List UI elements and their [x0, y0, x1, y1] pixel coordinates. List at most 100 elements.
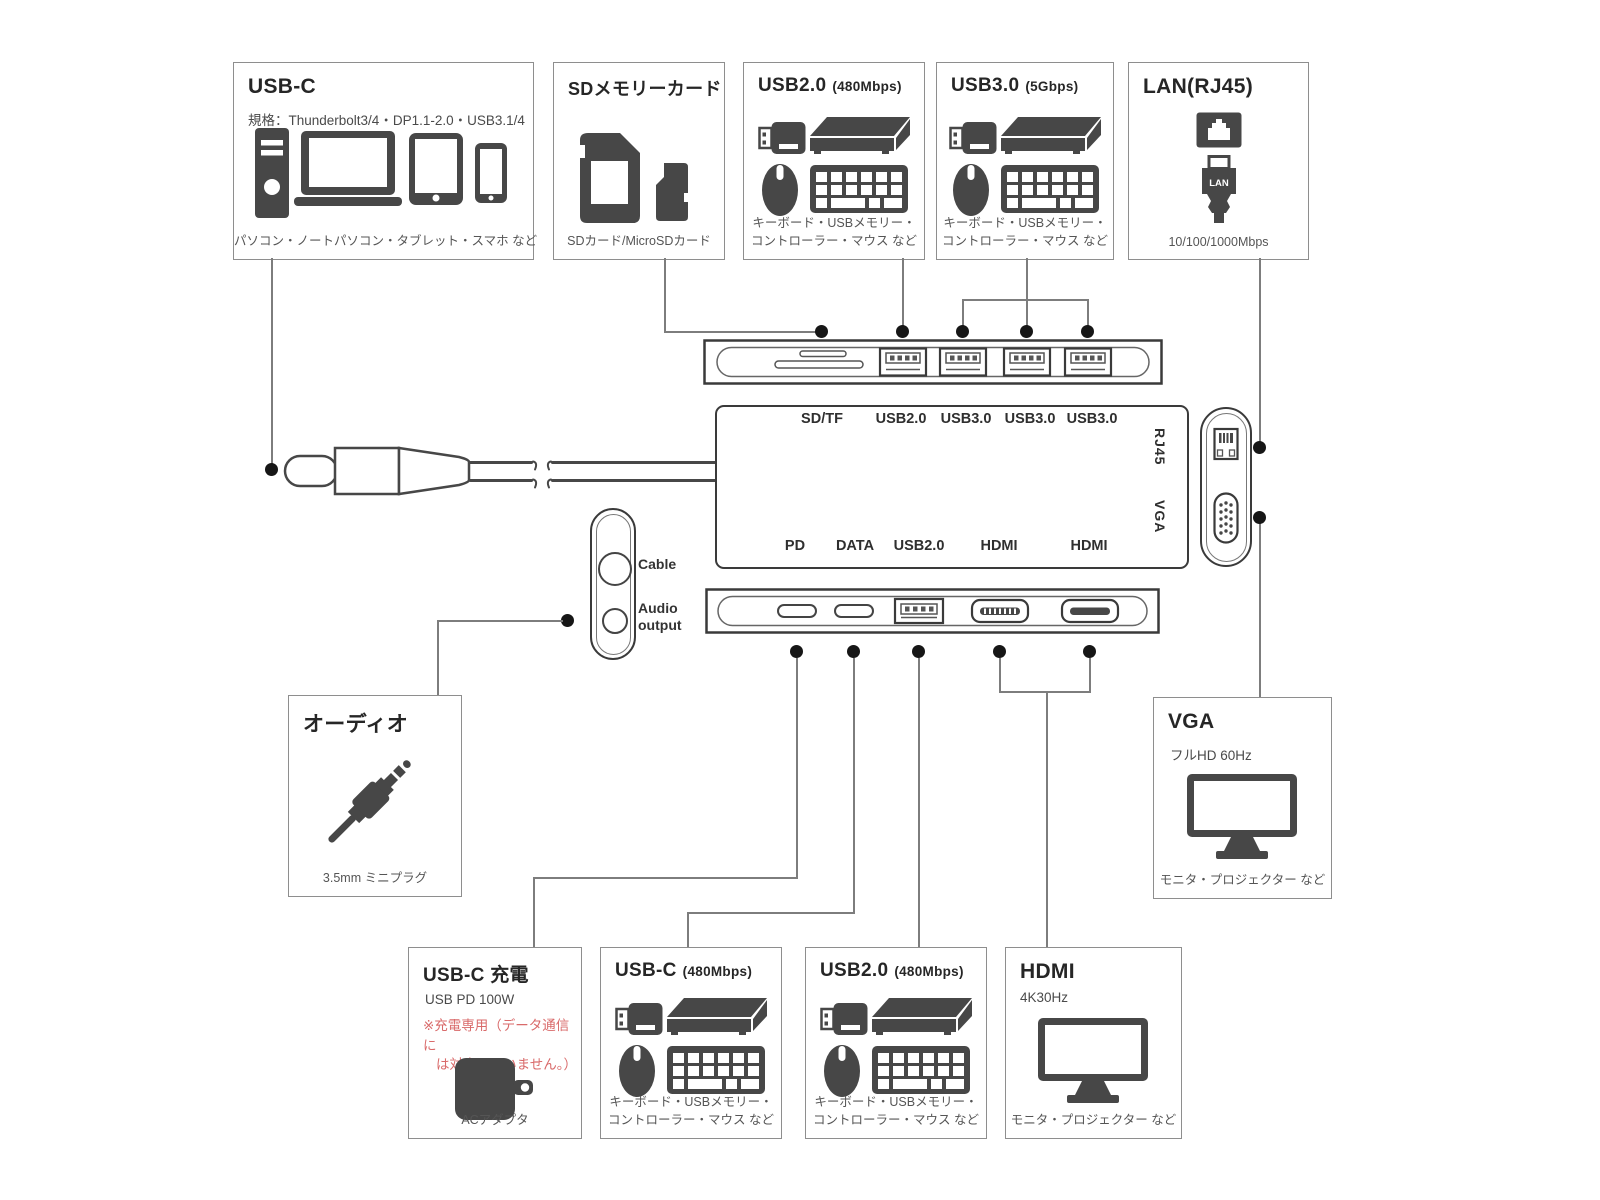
- connector-line: [1259, 258, 1261, 442]
- hub-port-label: HDMI: [980, 538, 1018, 554]
- peripheral-devices-icons: [820, 998, 972, 1097]
- box-caption: パソコン・ノートパソコン・タブレット・スマホ など: [234, 234, 538, 248]
- monitor-icon: [1038, 1018, 1148, 1103]
- connector-line: [437, 620, 439, 695]
- hub-port-label: PD: [784, 538, 806, 554]
- usb-a-port: [878, 347, 928, 377]
- box-caption: キーボード・USBメモリー・ コントローラー・マウス など: [751, 215, 917, 249]
- connector-dot: [847, 645, 860, 658]
- hdmi-port: [1060, 598, 1120, 624]
- external-drive-icon: [810, 117, 910, 154]
- usb-c-plug-icon: [283, 446, 471, 496]
- box-title: USB2.0(480Mbps): [758, 75, 902, 96]
- audio-output-label: output: [638, 617, 682, 633]
- box-title: USB-C(480Mbps): [615, 960, 753, 981]
- speed-label: (480Mbps): [894, 964, 964, 979]
- usb-flash-drive-icon: [615, 1003, 663, 1035]
- usb-a-port: [893, 597, 945, 625]
- box-caption: ACアダプタ: [461, 1113, 529, 1127]
- hub-right-side-panel: [1200, 407, 1252, 567]
- vga-port-icon: [1213, 492, 1239, 544]
- vga-subtitle: フルHD 60Hz: [1170, 748, 1252, 763]
- connector-line: [796, 658, 798, 879]
- usb-c-pd-port: [777, 604, 817, 618]
- panel-inner-outline: [1205, 412, 1247, 562]
- usbc-data-box: USB-C(480Mbps): [600, 947, 782, 1139]
- usb-flash-drive-icon: [820, 1003, 868, 1035]
- usb-c-spec: 規格：Thunderbolt3/4・DP1.1-2.0・USB3.1/4: [248, 113, 525, 128]
- usb-c-host-box: USB-C 規格：Thunderbolt3/4・DP1.1-2.0・USB3.1…: [233, 62, 538, 260]
- keyboard-icon: [810, 165, 908, 213]
- usb-a-port: [1002, 347, 1052, 377]
- connector-dot: [265, 463, 278, 476]
- usb20-bottom-box: USB2.0(480Mbps): [805, 947, 987, 1139]
- box-caption: キーボード・USBメモリー・ コントローラー・マウス など: [813, 1094, 979, 1128]
- hub-port-label: VGA: [1152, 500, 1168, 534]
- keyboard-icon: [1001, 165, 1099, 213]
- cable-line: [469, 479, 533, 482]
- micro-sd-card-icon: [656, 163, 688, 221]
- sd-card-icons: [580, 133, 688, 223]
- cable-hole: [598, 552, 632, 586]
- speed-label: (480Mbps): [682, 964, 753, 979]
- connector-line: [999, 691, 1090, 693]
- connector-dot: [1083, 645, 1096, 658]
- box-caption: 3.5mm ミニプラグ: [322, 871, 428, 885]
- box-title: USB-C: [248, 75, 316, 98]
- box-caption: モニタ・プロジェクター など: [1010, 1113, 1177, 1127]
- vga-box: VGA フルHD 60Hz モニタ・プロジェクター など: [1153, 697, 1332, 899]
- box-title: USB-C 充電: [423, 965, 529, 986]
- keyboard-icon: [667, 1046, 765, 1094]
- connector-line: [687, 912, 689, 947]
- box-title: LAN(RJ45): [1143, 75, 1254, 98]
- lan-plug-icon: LAN: [1202, 155, 1236, 223]
- audio-output-label: Audio: [638, 600, 678, 616]
- speed-label: (480Mbps): [832, 79, 902, 94]
- box-caption: 10/100/1000Mbps: [1168, 235, 1269, 249]
- connector-line: [664, 258, 666, 332]
- pd-subtitle: USB PD 100W: [425, 992, 515, 1007]
- connector-line: [1046, 691, 1048, 947]
- monitor-icon: [1187, 774, 1297, 859]
- connector-dot: [896, 325, 909, 338]
- mouse-icon: [619, 1045, 655, 1097]
- external-drive-icon: [1001, 117, 1101, 154]
- hub-bottom-strip: [705, 588, 1160, 634]
- desktop-pc-icon: [255, 128, 289, 218]
- sd-card-box: SDメモリーカード SDカード/MicroSDカード: [553, 62, 725, 260]
- box-title: HDMI: [1020, 960, 1075, 983]
- tablet-icon: [409, 133, 463, 205]
- box-title: USB3.0(5Gbps): [951, 75, 1079, 96]
- connector-line: [1087, 299, 1089, 326]
- connector-dot: [1020, 325, 1033, 338]
- laptop-icon: [294, 131, 402, 206]
- sd-card-icon: [580, 133, 640, 223]
- peripheral-devices-icons: [758, 117, 910, 216]
- cable-line: [551, 479, 717, 482]
- connector-line: [687, 912, 854, 914]
- box-caption: キーボード・USBメモリー・ コントローラー・マウス など: [608, 1094, 774, 1128]
- mini-plug-icon: [328, 760, 411, 843]
- rj45-port-icon: [1213, 427, 1239, 461]
- hdmi-subtitle: 4K30Hz: [1020, 990, 1069, 1005]
- connector-dot: [790, 645, 803, 658]
- lan-box: LAN(RJ45) LAN 10/100/1000Mbps: [1128, 62, 1309, 260]
- hub-port-label: SD/TF: [801, 411, 843, 427]
- speed-label: (5Gbps): [1025, 79, 1079, 94]
- connector-line: [999, 658, 1001, 693]
- usb-c-data-port: [834, 604, 874, 618]
- hdmi-port: [970, 598, 1030, 624]
- box-caption: モニタ・プロジェクター など: [1159, 873, 1326, 887]
- external-drive-icon: [667, 998, 767, 1035]
- hub-port-label: USB2.0: [893, 538, 945, 554]
- usb30-top-box: USB3.0(5Gbps): [936, 62, 1114, 260]
- connector-dot: [815, 325, 828, 338]
- box-caption: キーボード・USBメモリー・ コントローラー・マウス など: [942, 215, 1108, 249]
- smartphone-icon: [475, 143, 507, 203]
- usbc-charge-box: USB-C 充電 USB PD 100W ※充電専用（データ通信に は対応してい…: [408, 947, 582, 1139]
- usb-a-port: [1063, 347, 1113, 377]
- peripheral-devices-icons: [949, 117, 1101, 216]
- box-caption: SDカード/MicroSDカード: [567, 234, 711, 248]
- audio-box: オーディオ 3.5mm ミニプラグ: [288, 695, 462, 897]
- hub-port-label: HDMI: [1070, 538, 1108, 554]
